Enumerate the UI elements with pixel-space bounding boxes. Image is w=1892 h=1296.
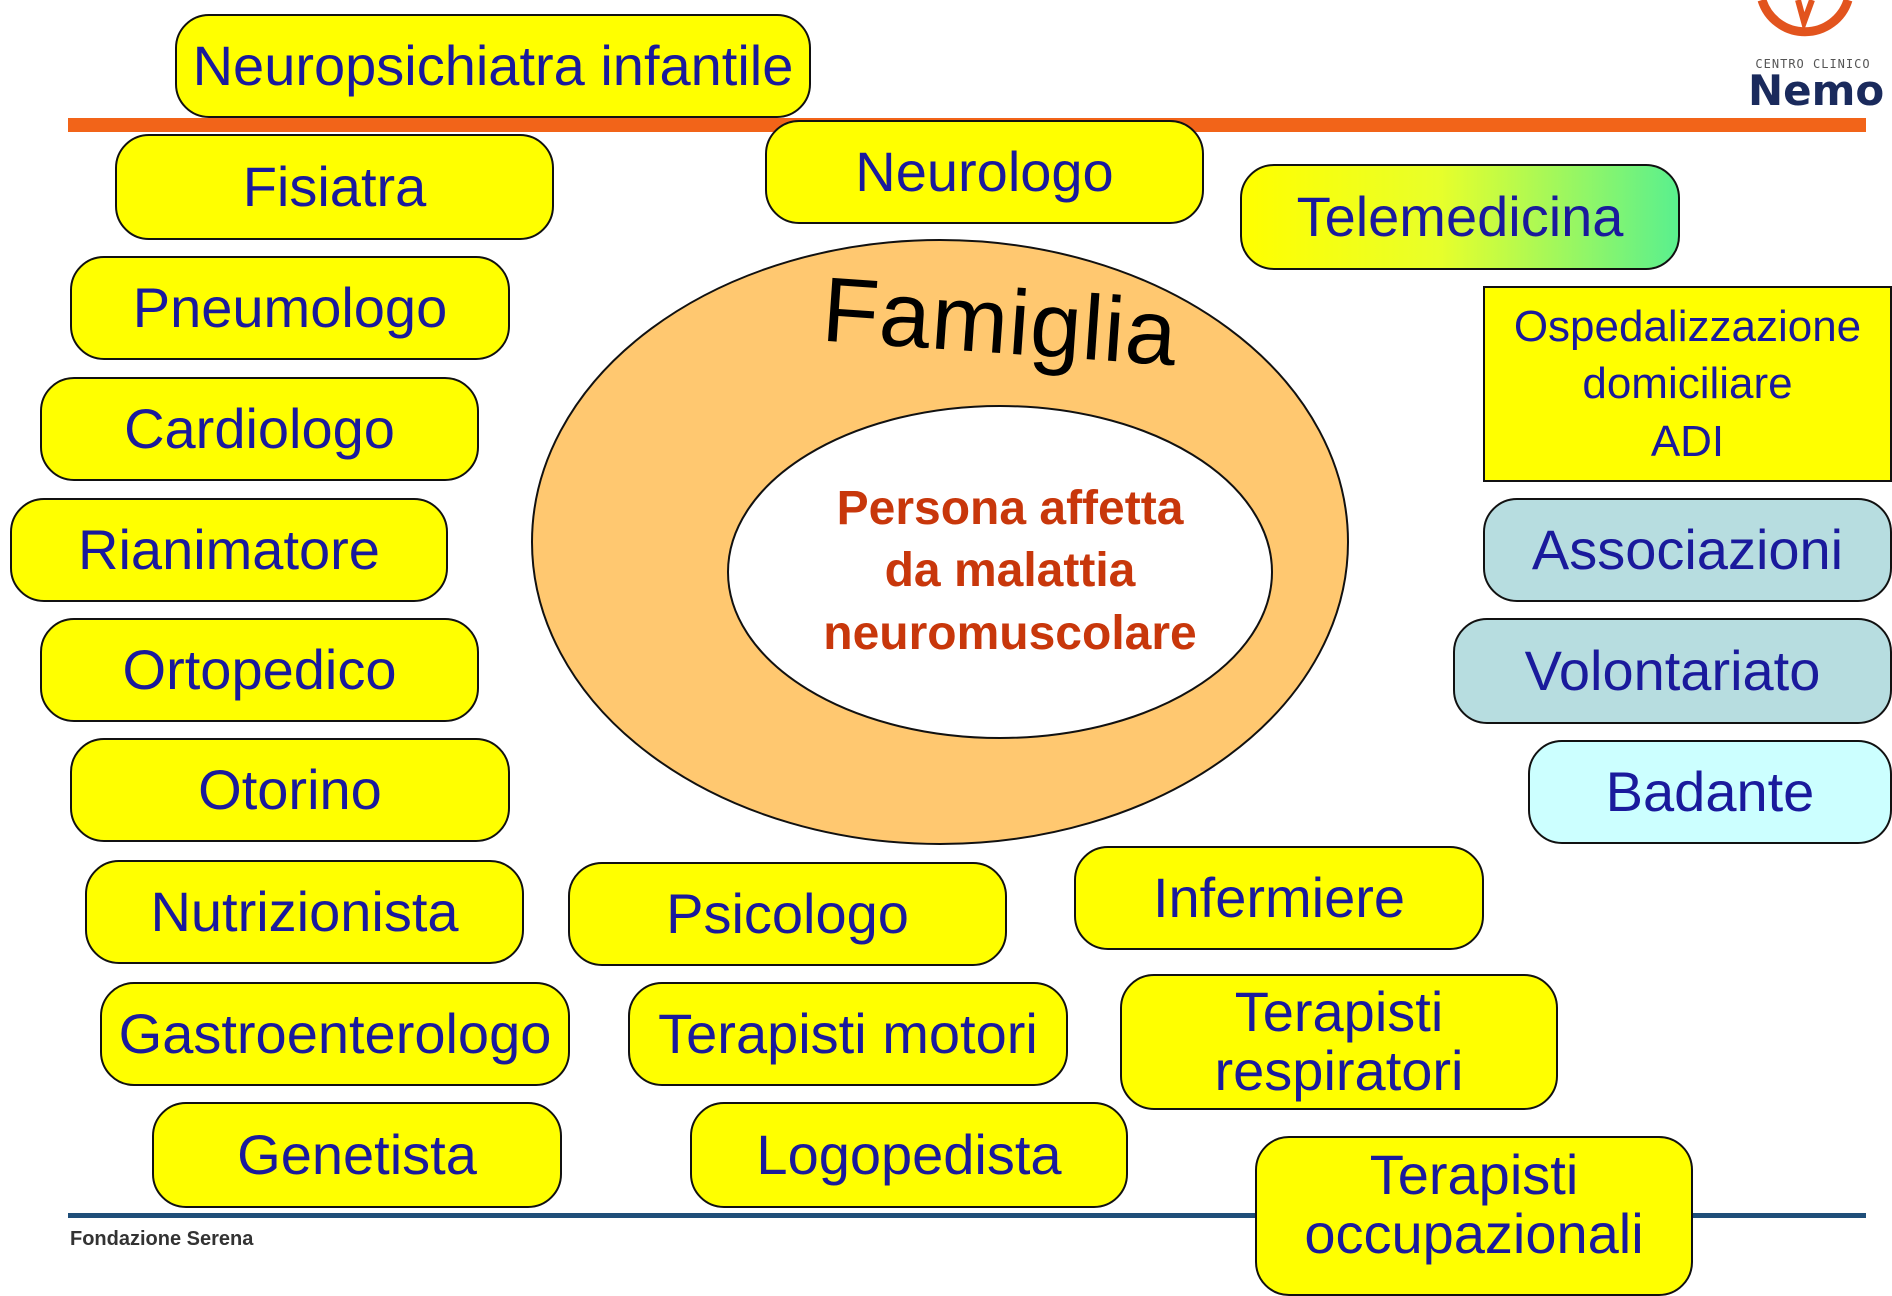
logo-name: Nemo [1748, 66, 1885, 115]
box-infermiere: Infermiere [1074, 846, 1484, 950]
box-pneumologo: Pneumologo [70, 256, 510, 360]
box-ospedalizzazione-domiciliare: Ospedalizzazione domiciliare ADI [1483, 286, 1892, 482]
box-gastroenterologo: Gastroenterologo [100, 982, 570, 1086]
box-volontariato: Volontariato [1453, 618, 1892, 724]
persona-line: neuromuscolare [823, 606, 1197, 660]
persona-line: Persona affetta [836, 482, 1184, 535]
persona-ellipse [727, 405, 1273, 739]
box-ortopedico: Ortopedico [40, 618, 479, 722]
footer-text: Fondazione Serena [70, 1228, 254, 1250]
nemo-logo [1757, 0, 1853, 37]
box-line: domiciliare [1582, 359, 1793, 409]
box-line: respiratori [1214, 1039, 1464, 1102]
box-line: Terapisti [1369, 1143, 1579, 1206]
box-line: ADI [1650, 416, 1725, 466]
box-badante: Badante [1528, 740, 1892, 844]
bottom-blue-bar [68, 1213, 1866, 1218]
box-associazioni: Associazioni [1483, 498, 1892, 602]
persona-label: Persona affetta da malattia neuromuscola… [760, 478, 1260, 665]
box-line: Terapisti [1234, 980, 1444, 1044]
box-genetista: Genetista [152, 1102, 562, 1208]
box-neuropsichiatra-infantile: Neuropsichiatra infantile [175, 14, 811, 118]
persona-line: da malattia [884, 544, 1136, 598]
box-nutrizionista: Nutrizionista [85, 860, 524, 964]
box-logopedista: Logopedista [690, 1102, 1128, 1208]
box-terapisti-respiratori: Terapisti respiratori [1120, 974, 1558, 1110]
box-line: Ospedalizzazione [1513, 302, 1862, 352]
box-psicologo: Psicologo [568, 862, 1007, 966]
box-terapisti-motori: Terapisti motori [628, 982, 1068, 1086]
box-otorino: Otorino [70, 738, 510, 842]
box-rianimatore: Rianimatore [10, 498, 448, 602]
box-line: occupazionali [1304, 1201, 1644, 1265]
box-cardiologo: Cardiologo [40, 377, 479, 481]
box-telemedicina: Telemedicina [1240, 164, 1680, 270]
logo-subtitle: CENTRO CLINICO [1755, 57, 1871, 71]
box-terapisti-occupazionali: Terapisti occupazionali [1255, 1136, 1693, 1296]
box-fisiatra: Fisiatra [115, 134, 554, 240]
box-neurologo: Neurologo [765, 120, 1204, 224]
